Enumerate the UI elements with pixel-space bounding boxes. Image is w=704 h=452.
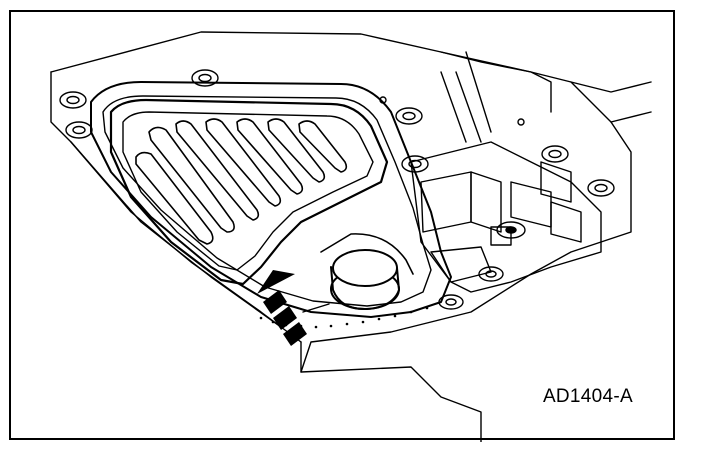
gasket-dots [259,306,429,329]
bolt [438,294,464,310]
figure-frame: AD1404-A [9,10,675,442]
bolt [59,91,87,109]
filter-neck [320,233,414,311]
bolt [541,145,569,163]
bolt [395,107,423,125]
filter-removal-illustration [50,31,652,442]
bolt [478,266,504,282]
bolt [65,121,93,139]
pan-gasket-edge [90,81,452,318]
figure-reference-code: AD1404-A [542,386,633,407]
arrow-up-right-icon [257,270,307,346]
bolt [191,69,219,87]
bolt [587,179,615,197]
bolt [401,155,429,173]
pan-bolts [59,69,615,310]
valve-body [410,51,602,293]
filter-ribs [135,118,348,245]
fluid-filter [109,98,389,286]
